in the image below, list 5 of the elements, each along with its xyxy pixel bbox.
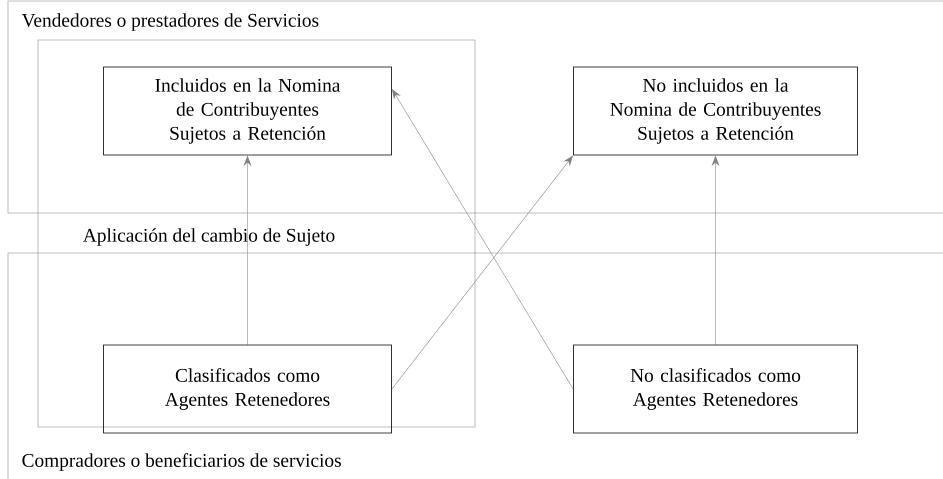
text-box: Clasificados como Agentes Retenedores bbox=[103, 344, 392, 434]
band-label: Aplicación del cambio de Sujeto bbox=[83, 228, 334, 246]
text-box: No clasificados como Agentes Retenedores bbox=[573, 344, 858, 434]
text-box: No incluidos en la Nomina de Contribuyentes Sujetos a Retención bbox=[573, 66, 858, 156]
text-box: Incluidos en la Nomina de Contribuyentes Sujetos a Retención bbox=[103, 66, 392, 156]
